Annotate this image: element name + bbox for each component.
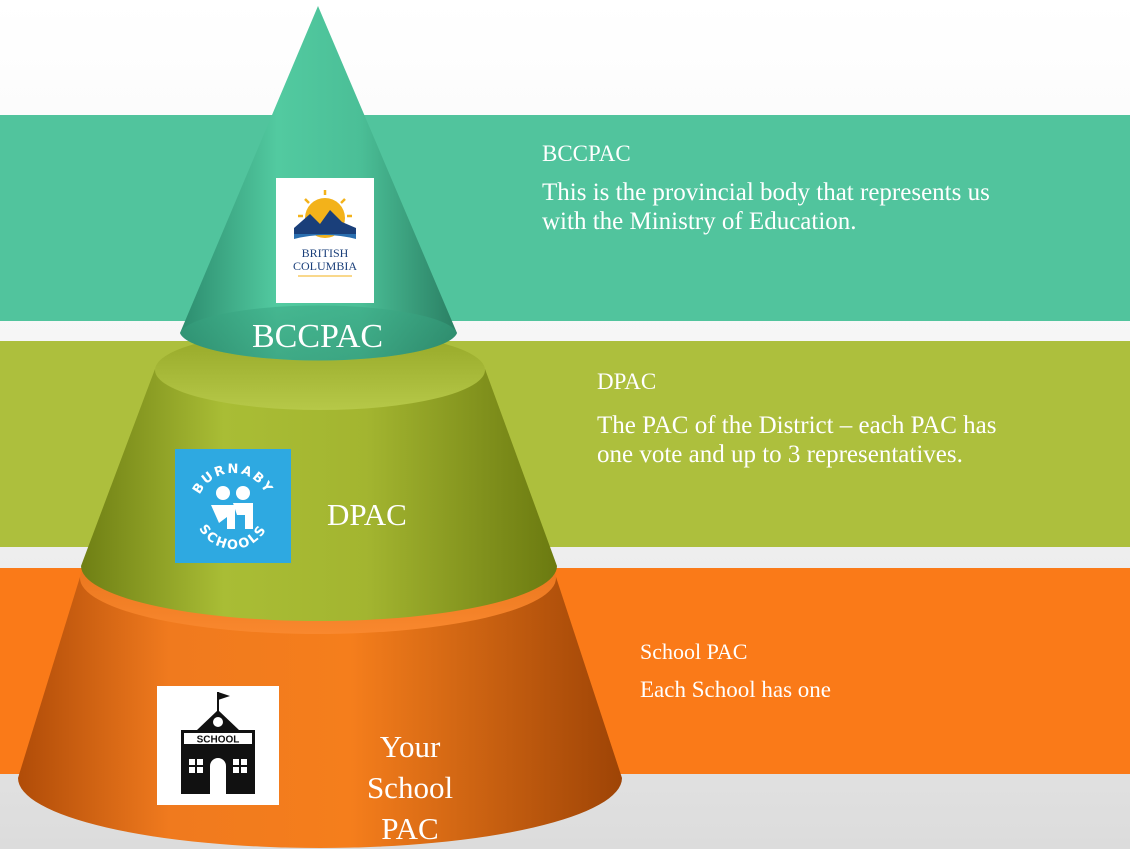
bccpac-band-title: BCCPAC <box>542 141 631 166</box>
burnaby-schools-logo: BURNABY SCHOOLS <box>175 449 291 563</box>
dpac-tier-label: DPAC <box>327 497 407 532</box>
sun-mountain-icon: BRITISH COLUMBIA <box>293 190 357 277</box>
dpac-band-description: The PAC of the District – each PAC has o… <box>597 412 997 468</box>
burnaby-arc-text: BURNABY <box>190 462 274 497</box>
school-pac-band-description: Each School has one <box>640 677 831 702</box>
bccpac-tier-label: BCCPAC <box>252 318 384 355</box>
burnaby-schools-icon: BURNABY SCHOOLS <box>190 462 276 553</box>
school-pac-band-title: School PAC <box>640 639 748 664</box>
logo-text-line-2: COLUMBIA <box>293 259 357 273</box>
bccpac-band-description: This is the provincial body that represe… <box>542 179 990 235</box>
school-building-icon: SCHOOL <box>181 692 255 794</box>
svg-text:BURNABY: BURNABY <box>190 462 276 497</box>
school-sign-text: SCHOOL <box>197 735 240 746</box>
bccpac-band: BCCPAC This is the provincial body that … <box>0 115 1130 321</box>
school-building-logo: SCHOOL <box>157 686 279 805</box>
british-columbia-logo: BRITISH COLUMBIA <box>276 178 374 303</box>
school-pac-tier-label: Your School PAC <box>366 729 454 846</box>
dpac-tier <box>81 330 557 621</box>
logo-text-line-1: BRITISH <box>302 246 349 260</box>
dpac-band-title: DPAC <box>597 369 657 394</box>
